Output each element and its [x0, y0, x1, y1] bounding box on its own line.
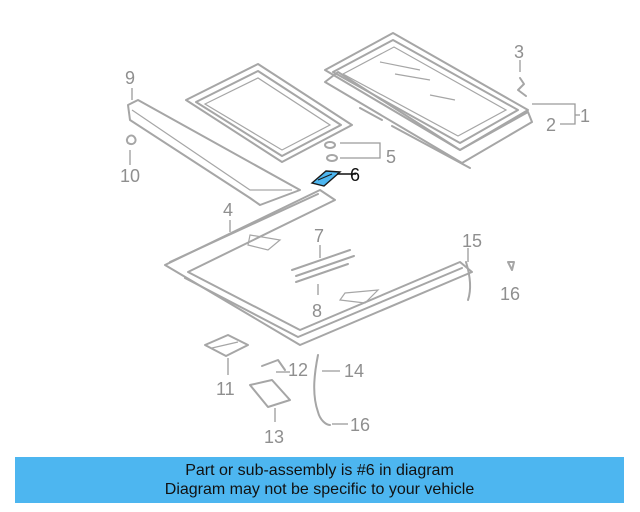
callout-15: 15: [462, 231, 482, 251]
bolt-3: [517, 77, 527, 97]
banner-line-2: Diagram may not be specific to your vehi…: [164, 481, 475, 498]
drain-hose-15: [465, 261, 472, 301]
drain-hose-14: [313, 354, 331, 426]
screws-5: [324, 141, 338, 162]
wind-deflector: [127, 99, 301, 206]
callout-9: 9: [125, 68, 135, 88]
glass-frame-seal: [324, 71, 533, 169]
leader-lines: [129, 60, 580, 425]
callout-8: 8: [312, 301, 322, 321]
clip-16-upper: [507, 261, 515, 271]
motor-bracket-11: [204, 334, 249, 357]
callout-2: 2: [546, 115, 556, 135]
callout-10: 10: [120, 166, 140, 186]
callout-6: 6: [350, 165, 360, 185]
sunroof-main-frame: [164, 189, 473, 346]
clip-10: [125, 134, 137, 146]
callout-14: 14: [344, 361, 364, 381]
part-6-bracket: [310, 170, 342, 187]
callout-7: 7: [314, 226, 324, 246]
banner-line-1: Part or sub-assembly is #6 in diagram: [185, 462, 454, 479]
callout-1: 1: [580, 106, 590, 126]
callout-12: 12: [288, 360, 308, 380]
parts-diagram: 9 10 3 1 2 5 6 4 7 8 15 16 11 12 14 13 1…: [120, 32, 590, 447]
callout-11: 11: [216, 379, 235, 399]
callout-16-lower: 16: [350, 415, 370, 435]
callout-16-upper: 16: [500, 284, 520, 304]
sunshade-panel: [185, 63, 353, 163]
callout-4: 4: [223, 200, 233, 220]
callout-5: 5: [386, 147, 396, 167]
info-banner: Part or sub-assembly is #6 in diagram Di…: [15, 457, 624, 503]
sunroof-glass-panel: [324, 32, 529, 151]
guide-rails: [291, 249, 355, 283]
callout-3: 3: [514, 42, 524, 62]
switch-plate-13: [249, 359, 291, 408]
callout-13: 13: [264, 427, 284, 447]
